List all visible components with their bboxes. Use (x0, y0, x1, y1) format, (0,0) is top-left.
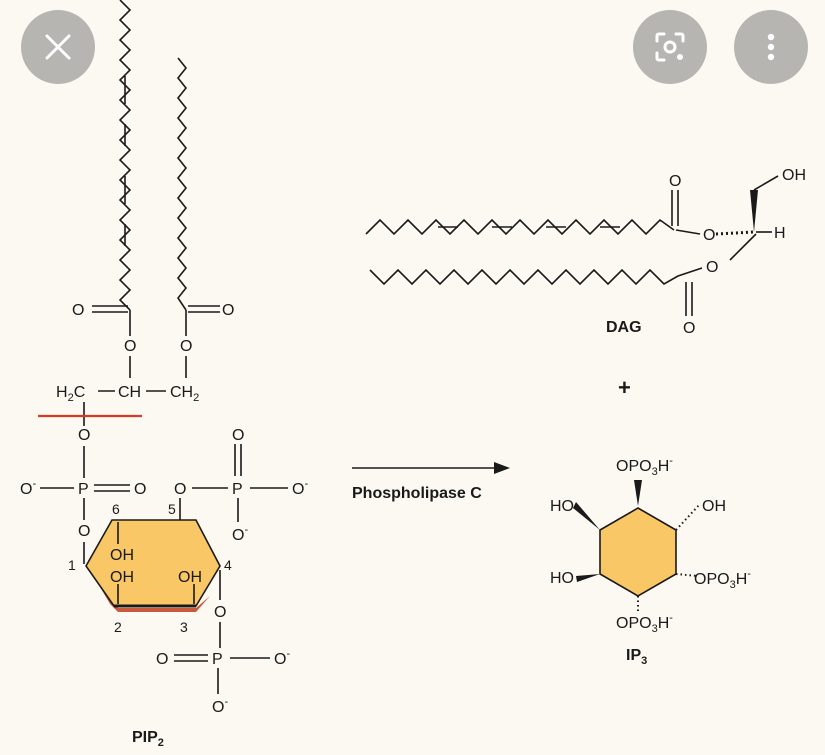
dag-saturated-chain (369, 267, 703, 286)
ip3-ho-upper-wedge (573, 502, 600, 530)
dag-ester1-bond (675, 229, 701, 235)
ip3-top-wedge (634, 480, 642, 506)
pip2-ring-num-2: 2 (114, 619, 122, 635)
dag-wedge-bond (750, 190, 758, 232)
pip2-unsaturated-chain (118, 0, 132, 311)
close-icon (45, 34, 71, 60)
dag-unsaturated-chain (365, 218, 675, 236)
pip2-link-o: O (78, 427, 90, 444)
dag-h: H (774, 225, 786, 242)
more-options-button[interactable] (734, 10, 808, 84)
pip2-p1-o-ring: O (78, 523, 90, 540)
dag-o-ester1: O (703, 227, 715, 244)
dag-hashed-bond (715, 230, 755, 236)
ip3-inositol-ring (599, 507, 677, 597)
enzyme-label: Phospholipase C (352, 485, 482, 502)
pip2-ring-num-5: 5 (168, 501, 176, 517)
dag-o-top: O (669, 173, 681, 190)
ip3-oh-right-hash (675, 503, 701, 531)
ip3-ho-upper: HO (550, 498, 574, 515)
dag-ch2-bond (729, 233, 757, 261)
pip2-p4-atom: P (212, 651, 223, 668)
close-button[interactable] (21, 10, 95, 84)
pip2-p4-o-bottom: O- (212, 696, 228, 716)
pip2-oh-2: OH (110, 569, 134, 586)
pip2-carbonyl-o-left: O (72, 302, 84, 319)
dag-ch2-oh-bond (753, 175, 779, 191)
pip2-label: PIP2 (132, 729, 164, 749)
ip3-ho-lower: HO (550, 570, 574, 587)
pip2-saturated-chain (176, 57, 188, 311)
pip2-p1-o-double: O (134, 481, 146, 498)
ip3-right-group: OPO3H- (694, 568, 751, 591)
pip2-inositol-ring (85, 519, 221, 607)
ip3-oh-right: OH (702, 498, 726, 515)
pip2-p5-o-top: O (232, 427, 244, 444)
pip2-ring-edge (88, 566, 210, 612)
ip3-right-hash (675, 573, 699, 577)
pip2-p5-o-bottom: O- (232, 524, 248, 544)
lens-search-icon (655, 32, 685, 62)
pip2-o4: O (214, 604, 226, 621)
reaction-arrow-head (494, 462, 510, 474)
pip2-ch2: CH2 (170, 384, 199, 404)
pip2-p1-atom: P (78, 481, 89, 498)
pip2-ester-o-right: O (180, 338, 192, 355)
ip3-bottom-group: OPO3H- (616, 612, 673, 635)
pip2-ester-o-left: O (124, 338, 136, 355)
ip3-ho-lower-wedge (576, 574, 600, 582)
pip2-oh-6: OH (110, 547, 134, 564)
ip3-top-group: OPO3H- (616, 455, 673, 478)
pip2-ring-num-1: 1 (68, 557, 76, 573)
pip2-oh-3: OH (178, 569, 202, 586)
pip2-ring-num-4: 4 (224, 557, 232, 573)
pip2-ring-num-6: 6 (112, 501, 120, 517)
pip2-o5: O (174, 481, 186, 498)
pip2-ch: CH (118, 384, 141, 401)
dag-o-ester2: O (706, 259, 718, 276)
lens-search-button[interactable] (633, 10, 707, 84)
pip2-ring-num-3: 3 (180, 619, 188, 635)
plus-sign: + (618, 375, 631, 400)
ip3-label: IP3 (626, 647, 647, 667)
dag-o-bottom: O (683, 320, 695, 337)
pip2-p5-o-right: O- (292, 478, 308, 498)
pip2-p1-o-minus: O- (20, 478, 36, 498)
pip2-h2c: H2C (56, 384, 85, 404)
dag-oh: OH (782, 167, 806, 184)
pip2-carbonyl-o-right: O (222, 302, 234, 319)
pip2-p4-o-left: O (156, 651, 168, 668)
dag-label: DAG (606, 319, 642, 336)
more-vertical-icon (767, 33, 775, 61)
pip2-p5-atom: P (232, 481, 243, 498)
pip2-p4-o-right: O- (274, 648, 290, 668)
